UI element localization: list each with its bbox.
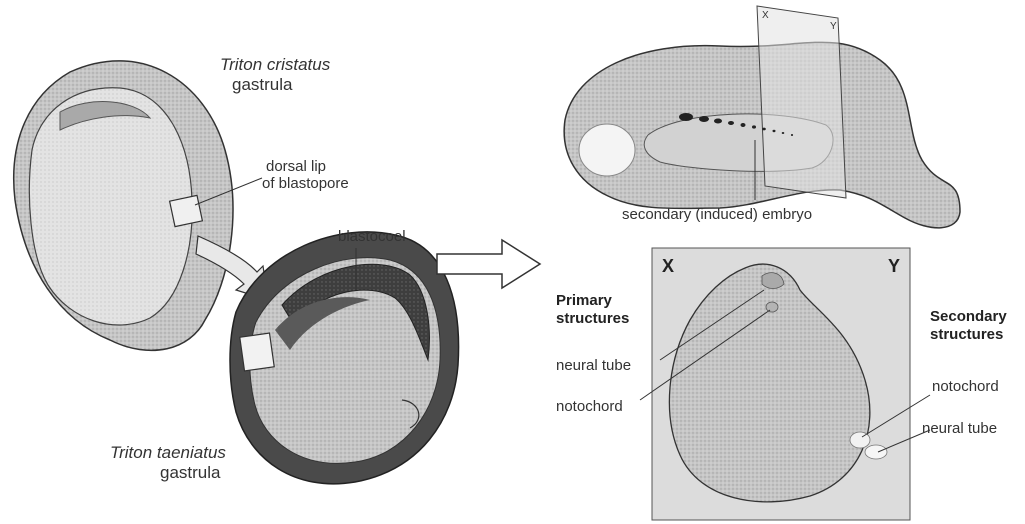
primary-notochord [766, 302, 778, 312]
implanted-graft-square [240, 333, 274, 371]
section-letter-x: X [662, 258, 674, 275]
secondary-neural-tube-label: neural tube [922, 420, 997, 437]
blastocoel-label: blastocoel [338, 228, 406, 245]
primary-heading-line2: structures [556, 310, 629, 327]
primary-neural-tube-label: neural tube [556, 357, 631, 374]
secondary-notochord-label: notochord [932, 378, 999, 395]
plane-letter-x: X [762, 7, 769, 24]
secondary-heading-line1: Secondary [930, 308, 1007, 325]
plane-letter-y: Y [830, 18, 837, 35]
primary-notochord-label: notochord [556, 398, 623, 415]
cross-section-panel [652, 248, 910, 520]
dorsal-lip-label-line2: of blastopore [262, 175, 349, 192]
secondary-embryo-label: secondary (induced) embryo [622, 206, 812, 223]
host-stage-label: gastrula [160, 464, 220, 481]
result-arrow-icon [437, 240, 540, 288]
donor-stage-label: gastrula [232, 76, 292, 93]
donor-species-label: Triton cristatus [220, 56, 330, 73]
donor-gastrula [14, 61, 233, 351]
dorsal-lip-label-line1: dorsal lip [266, 158, 326, 175]
host-species-label: Triton taeniatus [110, 444, 226, 461]
dorsal-lip-graft-square [170, 195, 203, 226]
host-embryo [564, 6, 960, 228]
primary-heading-line1: Primary [556, 292, 612, 309]
section-letter-y: Y [888, 258, 900, 275]
secondary-heading-line2: structures [930, 326, 1003, 343]
host-gastrula [230, 232, 459, 484]
head-vesicle [579, 124, 635, 176]
secondary-neural-tube [865, 445, 887, 459]
